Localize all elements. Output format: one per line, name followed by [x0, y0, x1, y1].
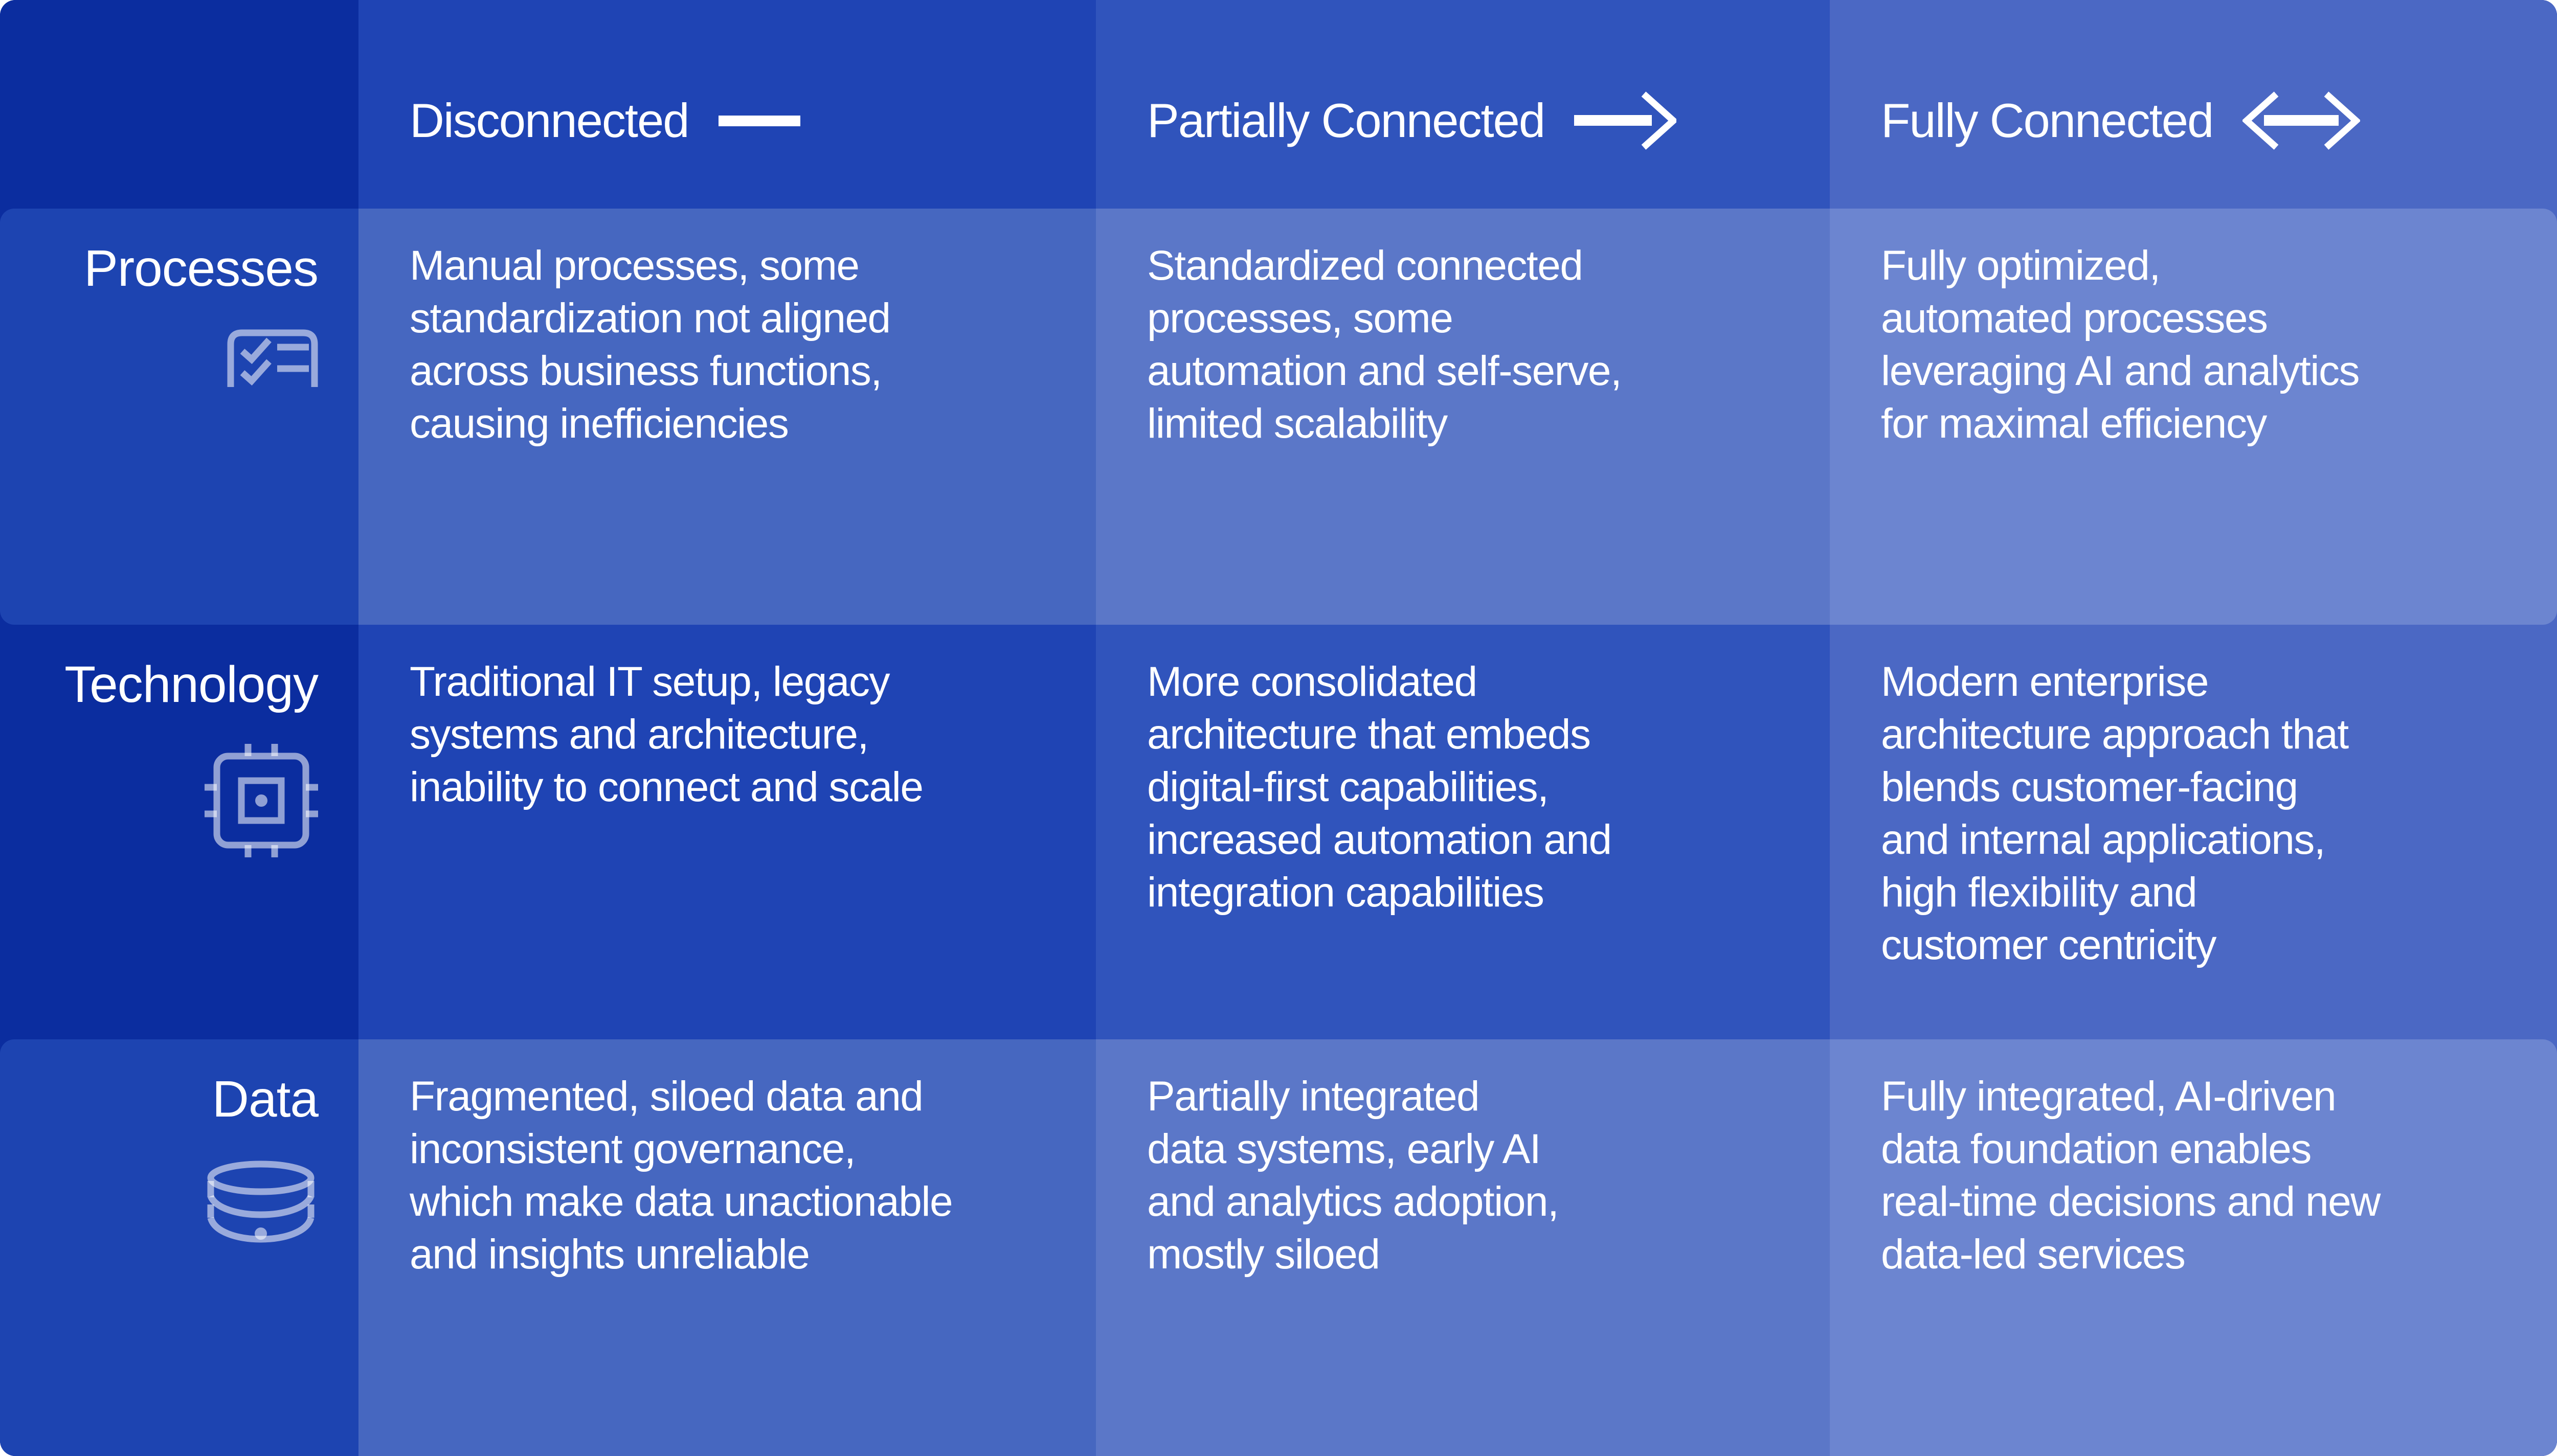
corner-cell [0, 0, 358, 209]
cell-processes-fully-connected: Fully optimized, automated processes lev… [1881, 242, 2360, 447]
column-header-fully-connected: Fully Connected [1830, 0, 2557, 209]
column-header-label: Partially Connected [1147, 94, 1545, 147]
column-header-partially-connected: Partially Connected [1096, 0, 1830, 209]
row-label-cell-technology: Technology [0, 625, 358, 1039]
row-highlight-processes [0, 209, 2557, 625]
column-header-label: Fully Connected [1881, 94, 2214, 147]
database-icon [207, 1161, 315, 1243]
cell-processes-disconnected: Manual processes, some standardization n… [410, 242, 891, 447]
row-label-cell-data: Data [0, 1039, 358, 1456]
arrow-right-icon [1574, 92, 1677, 150]
row-label-cell-processes: Processes [0, 209, 358, 625]
cell-technology-partially-connected: More consolidated architecture that embe… [1147, 658, 1612, 916]
column-header-label: Disconnected [410, 94, 690, 147]
arrow-left-right-icon [2242, 92, 2361, 150]
dash-icon [718, 116, 800, 126]
cell-data-partially-connected: Partially integrated data systems, early… [1147, 1073, 1559, 1278]
cell-technology-disconnected: Traditional IT setup, legacy systems and… [410, 658, 924, 810]
cell-technology-fully-connected: Modern enterprise architecture approach … [1881, 658, 2349, 968]
cell-data-disconnected: Fragmented, siloed data and inconsistent… [410, 1073, 953, 1278]
cell-processes-partially-connected: Standardized connected processes, some a… [1147, 242, 1622, 447]
row-label: Data [212, 1071, 319, 1128]
row-label: Technology [64, 656, 319, 713]
row-highlight-data [0, 1039, 2557, 1456]
row-label: Processes [84, 240, 319, 297]
cell-data-fully-connected: Fully integrated, AI-driven data foundat… [1881, 1073, 2381, 1278]
chip-icon [205, 744, 318, 857]
column-header-disconnected: Disconnected [358, 0, 1096, 209]
checklist-icon [227, 329, 318, 387]
